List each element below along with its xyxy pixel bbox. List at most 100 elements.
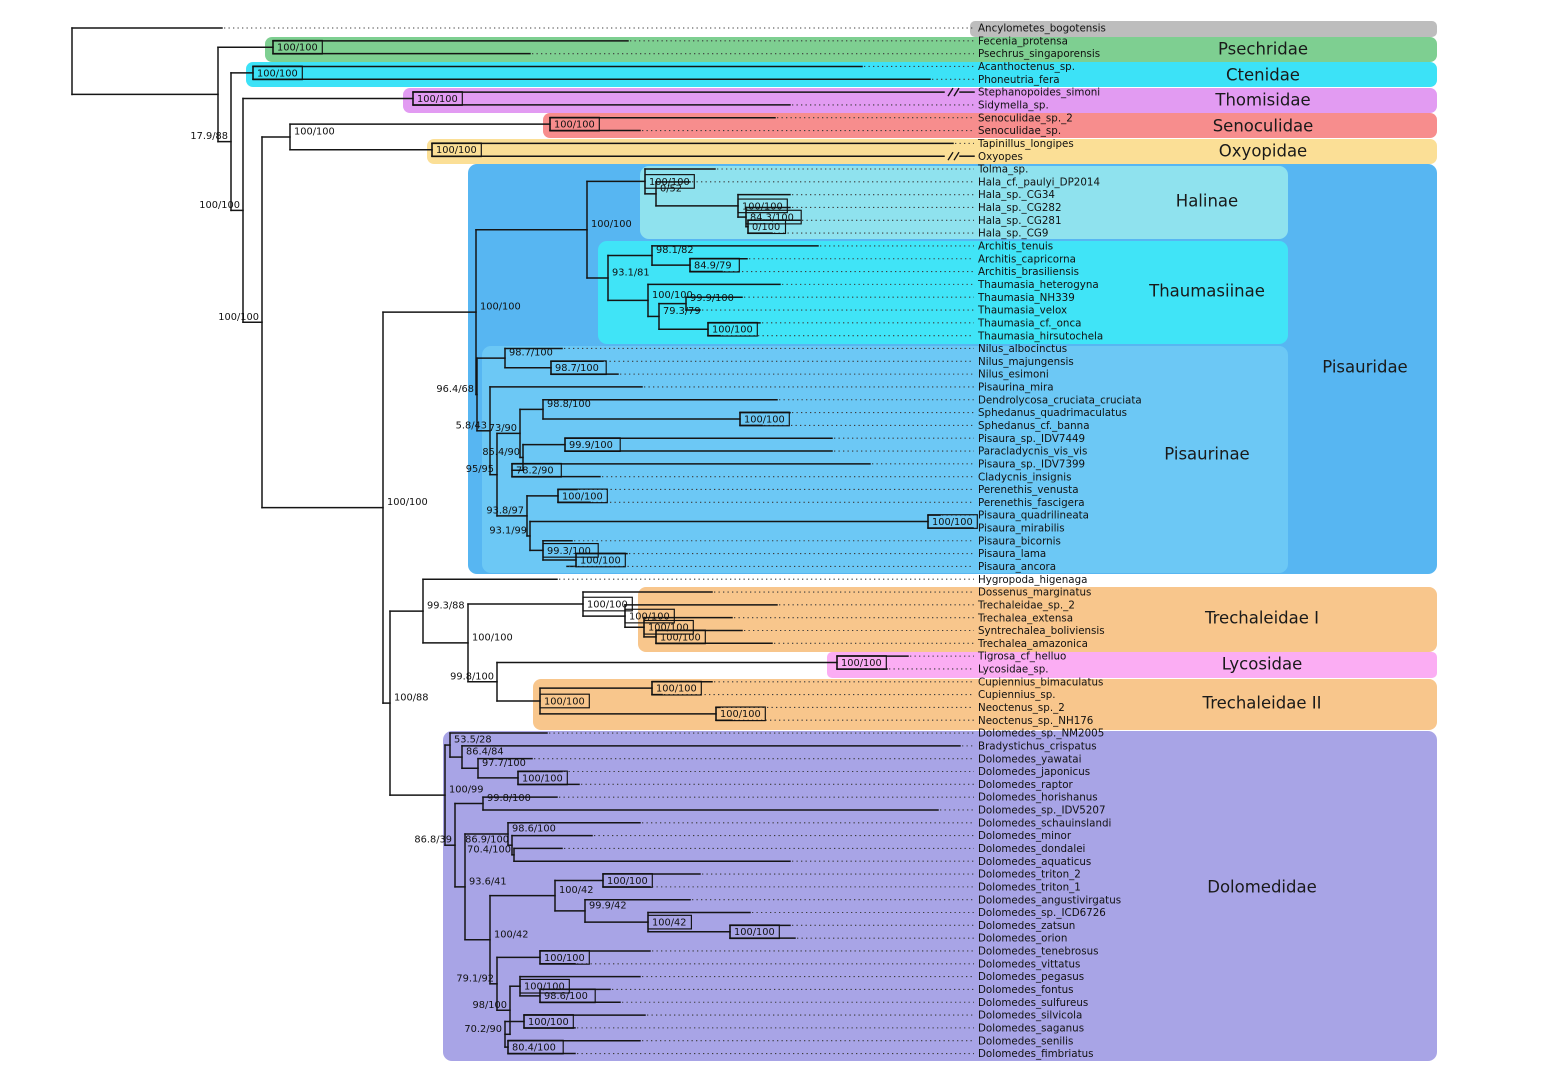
psechridae-box: [265, 37, 1437, 62]
support-value: 100/100: [199, 200, 240, 211]
senoculidae-box: [543, 113, 1437, 138]
support-value: 99.9/100: [690, 293, 734, 304]
taxon-label: Dolomedes_aquaticus: [978, 856, 1091, 868]
family-highlight-boxes: [246, 21, 1437, 1061]
taxon-label: Trechalea_extensa: [977, 612, 1073, 624]
support-value: 100/100: [480, 302, 521, 313]
support-value: 100/100: [591, 219, 632, 230]
taxon-label: Dolomedes_angustivirgatus: [978, 894, 1121, 906]
support-box: [431, 142, 482, 158]
taxon-label: Hala_cf._paulyi_DP2014: [978, 176, 1100, 188]
taxon-label: Pisaura_lama: [978, 548, 1046, 560]
taxon-label: Dolomedes_minor: [978, 830, 1072, 842]
support-box: [745, 209, 802, 225]
taxon-label: Tolma_sp.: [977, 164, 1028, 176]
support-value-labels: 100/100 100/100 100/100 100/100 100/100 100/1…: [190, 39, 978, 1055]
taxon-label: Dolomedes_raptor: [978, 779, 1074, 791]
taxon-label: Pisaura_sp._IDV7399: [978, 458, 1085, 470]
support-value: 100/100: [387, 497, 428, 508]
taxon-label: Dolomedes_dondalei: [978, 843, 1085, 855]
support-value: 86.4/84: [466, 747, 504, 758]
trechaleidae1-label: Trechaleidae I: [1204, 609, 1319, 628]
taxon-label: Pisaura_bicornis: [978, 535, 1061, 547]
branch-break-mark: [947, 87, 954, 97]
support-box: [624, 608, 675, 624]
lycosidae-label: Lycosidae: [1222, 655, 1303, 674]
support-value: 100/100: [744, 414, 785, 425]
taxon-label: Dolomedes_fontus: [978, 984, 1074, 996]
support-value: 100/100: [652, 290, 693, 301]
support-value: 98.1/82: [656, 245, 694, 256]
support-value: 93.1/99: [489, 525, 527, 536]
support-value: 86.9/100: [465, 835, 509, 846]
support-box: [517, 770, 568, 786]
support-box: [519, 978, 570, 994]
taxon-label: Dolomedes_sp._ICD6726: [978, 907, 1106, 919]
trechaleidae2-box: [533, 679, 1437, 730]
support-value: 100/100: [544, 953, 585, 964]
taxon-label: Sidymella_sp.: [978, 100, 1049, 112]
support-box: [523, 1014, 574, 1029]
support-box: [539, 693, 590, 709]
taxon-label: Fecenia_protensa: [978, 35, 1068, 47]
support-value: 100/42: [559, 885, 593, 896]
taxon-label: Dolomedes_senilis: [978, 1035, 1073, 1047]
taxon-label: Tigrosa_cf_helluo: [977, 651, 1066, 663]
support-value: 0/100: [752, 222, 780, 233]
taxon-label: Thaumasia_hirsutochela: [977, 330, 1103, 342]
support-box: [511, 462, 562, 478]
taxon-label: Dolomedes_sp._IDV5207: [978, 805, 1106, 817]
support-value: 73/90: [489, 423, 517, 434]
support-box: [707, 321, 758, 337]
support-box: [643, 619, 694, 635]
pisaurinae-label: Pisaurinae: [1164, 445, 1249, 464]
taxon-label: Pisaura_quadrilineata: [978, 510, 1089, 522]
support-box: [575, 552, 626, 568]
taxon-label: Dolomedes_tenebrosus: [978, 946, 1098, 958]
branch-break-mark: [947, 151, 954, 161]
psechridae-label: Psechridae: [1218, 40, 1308, 59]
taxon-label: Thaumasia_heterogyna: [977, 279, 1099, 291]
support-value: 100/100: [660, 632, 701, 643]
taxon-label: Bradystichus_crispatus: [978, 740, 1097, 752]
taxon-label: Syntrechalea_boliviensis: [978, 625, 1105, 637]
support-box: [689, 257, 740, 273]
lycosidae-box: [827, 652, 1437, 678]
ctenidae-box: [246, 62, 1437, 87]
support-value: 53.5/28: [454, 735, 492, 746]
support-box: [542, 542, 599, 558]
support-box: [739, 411, 790, 427]
taxon-label: Psechrus_singaporensis: [978, 48, 1100, 60]
support-box: [539, 988, 596, 1004]
support-box: [272, 39, 323, 55]
taxon-label: Dolomedes_triton_1: [978, 881, 1081, 893]
support-value: 93.6/41: [469, 876, 507, 887]
support-value: 99.3/88: [427, 601, 465, 612]
taxon-label: Hala_sp._CG34: [978, 189, 1055, 201]
support-value: 98.8/100: [547, 399, 591, 410]
outgroup-box: [970, 21, 1437, 37]
taxon-label: Sphedanus_cf._banna: [978, 420, 1090, 432]
taxon-label: Thaumasia_velox: [977, 305, 1067, 317]
taxon-label: Ancylometes_bogotensis: [978, 23, 1106, 35]
taxon-label: Dolomedes_orion: [978, 933, 1067, 945]
support-value: 97.7/100: [482, 758, 526, 769]
oxyopidae-label: Oxyopidae: [1219, 142, 1307, 161]
pisaurinae-box: [482, 346, 1288, 573]
thomisidae-label: Thomisidae: [1214, 91, 1310, 110]
support-value: 98/100: [473, 1000, 507, 1011]
taxon-label: Pisaura_mirabilis: [978, 523, 1065, 535]
taxon-label: Architis_brasiliensis: [978, 266, 1079, 278]
support-value: 100/100: [712, 325, 753, 336]
support-value: 100/88: [394, 693, 428, 704]
taxon-label: Dolomedes_silvicola: [978, 1010, 1082, 1022]
support-value: 99.8/100: [450, 671, 494, 682]
taxon-label: Cladycnis_insignis: [978, 471, 1071, 483]
taxon-label: Dolomedes_sp._NM2005: [978, 728, 1104, 740]
thaumasiinae-label: Thaumasiinae: [1148, 282, 1265, 301]
support-box: [549, 116, 600, 132]
support-value: 70.4/100: [467, 844, 511, 855]
support-box: [564, 437, 621, 452]
taxon-label: Nilus_majungensis: [978, 356, 1074, 368]
